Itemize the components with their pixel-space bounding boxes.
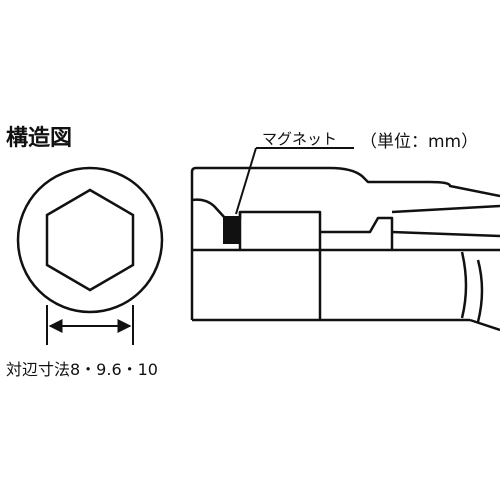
dimension-icon [46, 305, 134, 345]
hex-socket-end-view-icon [16, 166, 164, 314]
body-end-curve [460, 251, 468, 319]
socket-inner-bore [191, 198, 322, 250]
socket-side-view-icon [190, 166, 500, 332]
magnet-leader-line [235, 147, 257, 215]
magnet-icon [223, 216, 241, 244]
shaft-end-curve [476, 259, 484, 323]
socket-cavity [320, 216, 394, 250]
dimension-label: 対辺寸法8・9.6・10 [6, 360, 158, 379]
socket-top-profile [190, 166, 500, 198]
magnet-label: マグネット [262, 130, 338, 148]
shaft-top [391, 204, 500, 214]
unit-label: （単位：mm） [360, 132, 479, 152]
shaft-bottom [391, 230, 500, 238]
shaft-lower-edge [469, 318, 500, 332]
socket-outer-circle [16, 166, 164, 314]
diagram-title: 構造図 [6, 126, 73, 151]
hex-opening [45, 188, 135, 292]
